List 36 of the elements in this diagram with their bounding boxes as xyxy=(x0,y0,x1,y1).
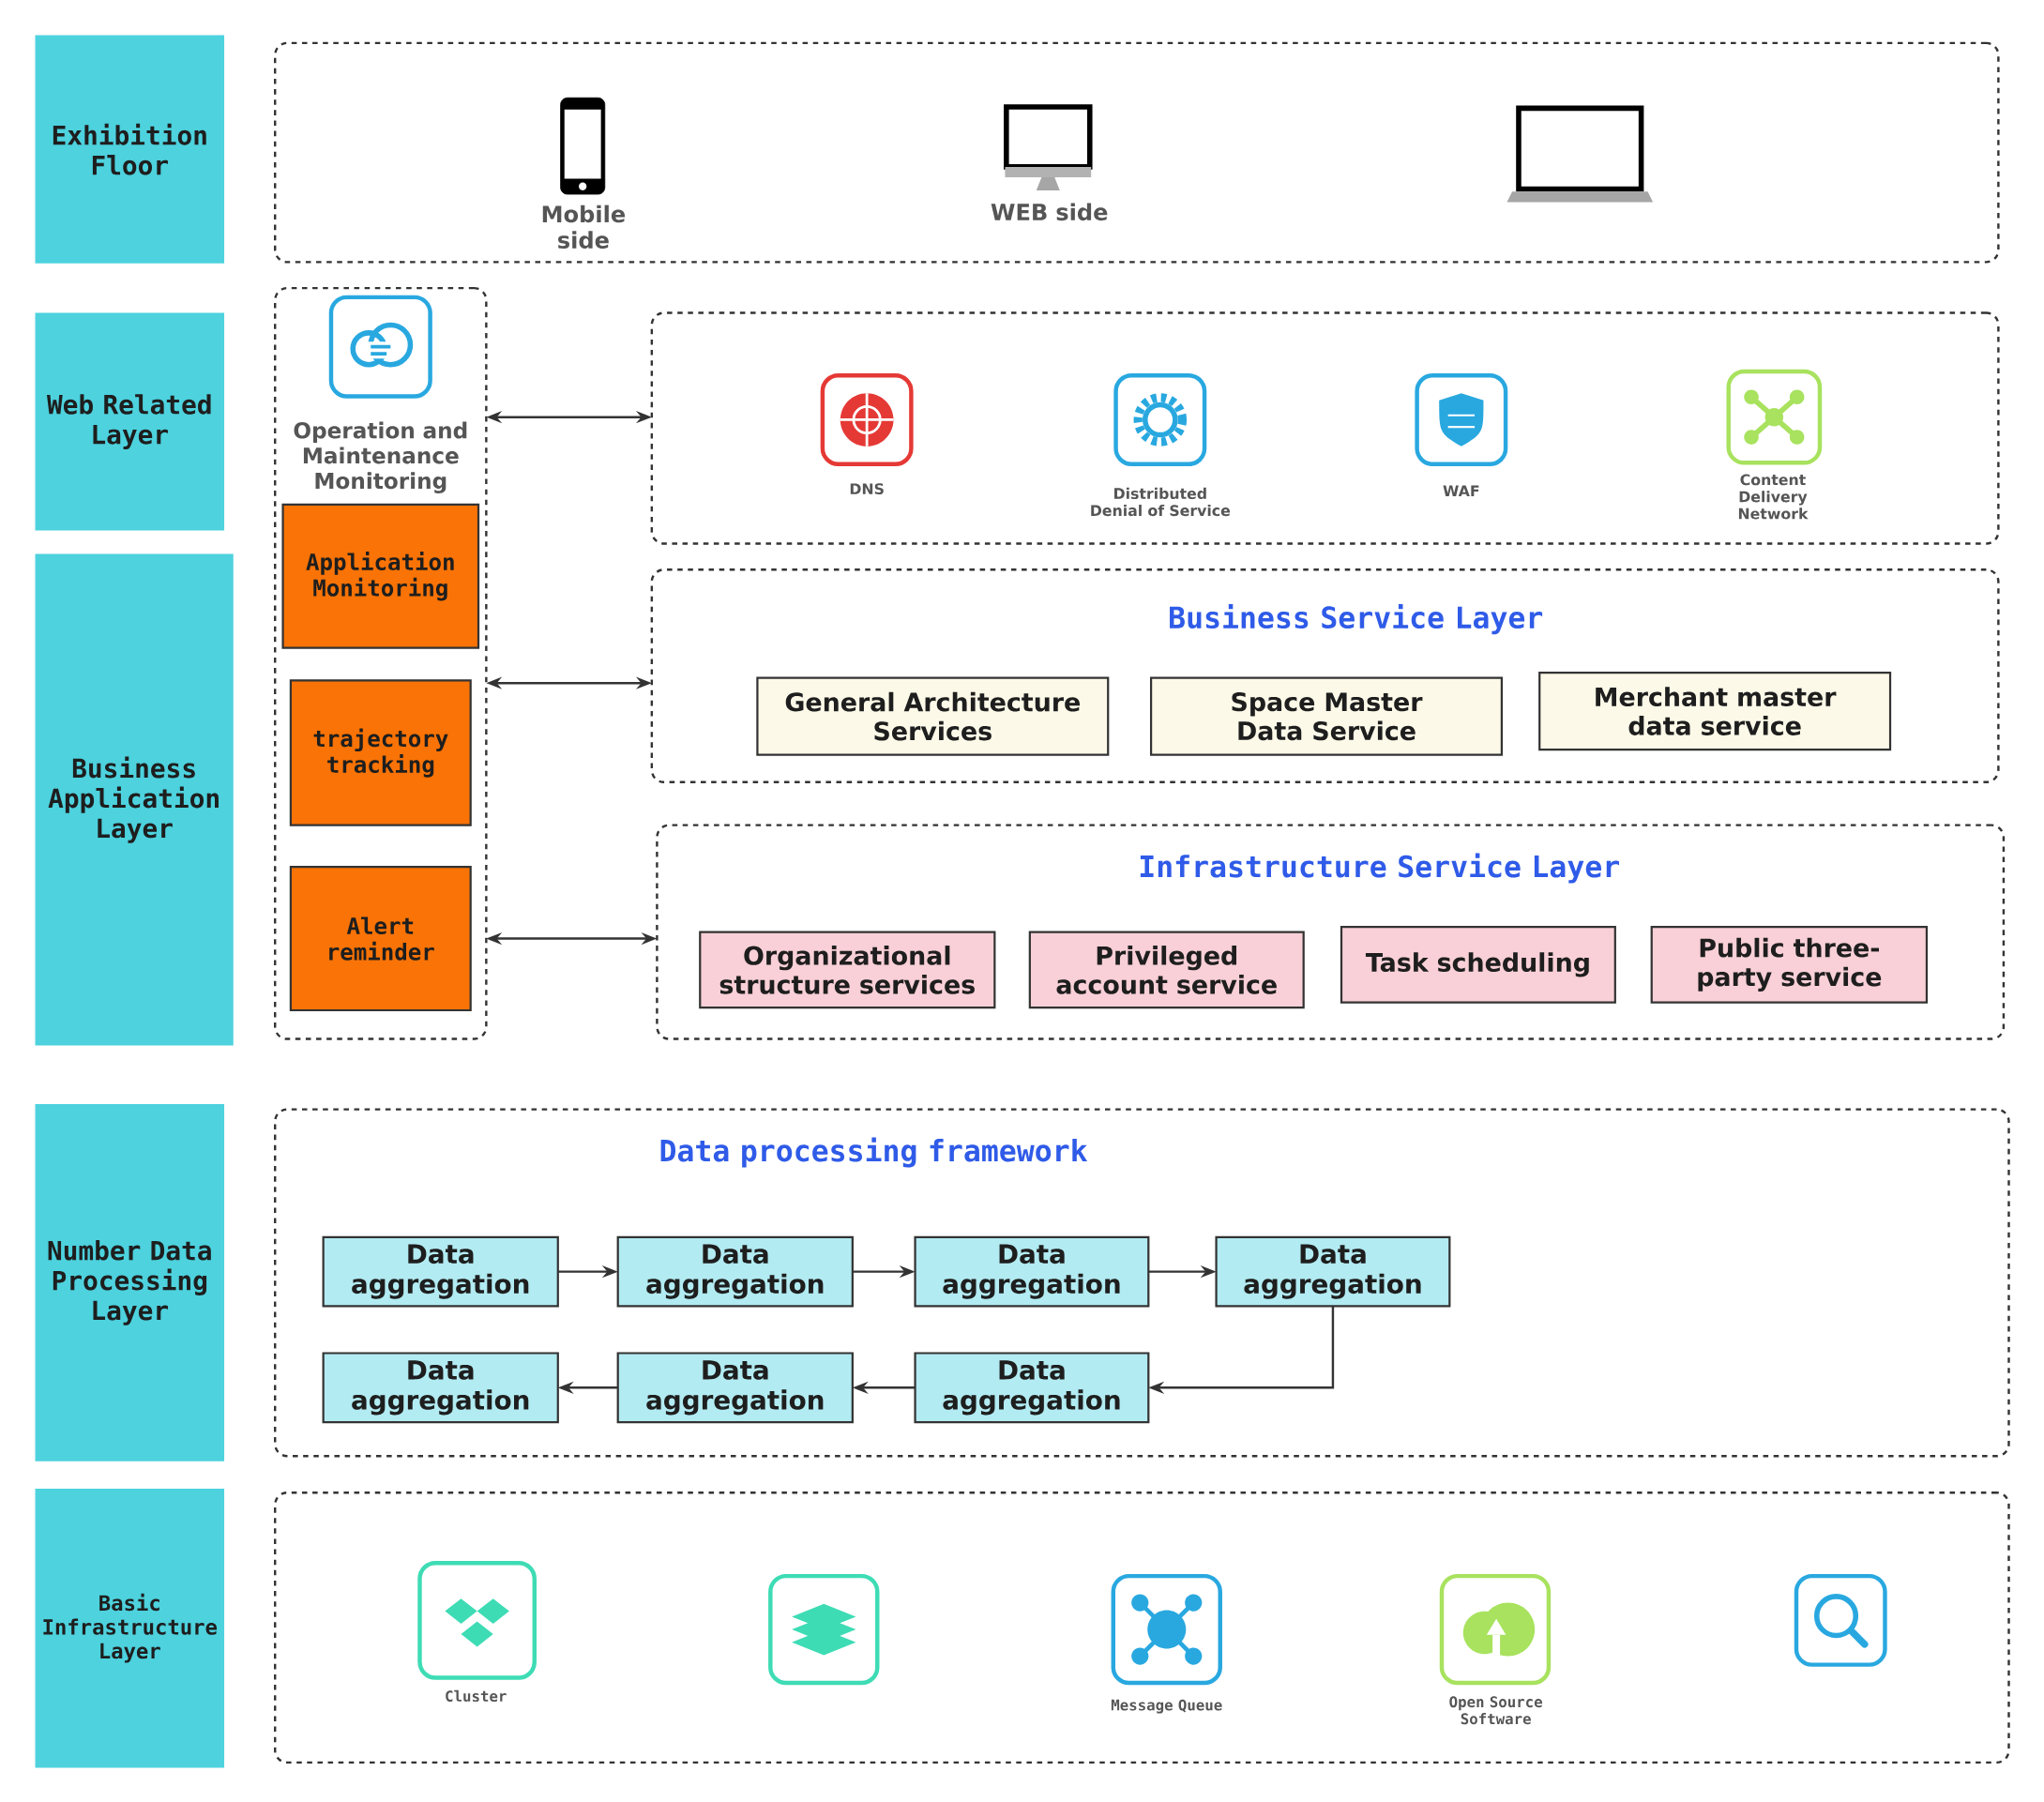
icon-label: DNS xyxy=(850,483,884,495)
process-box: Data aggregation xyxy=(914,1352,1150,1424)
dashed-container xyxy=(650,311,2000,545)
layer-band: Business Application Layer xyxy=(35,553,234,1046)
icon-label: Content Delivery Network xyxy=(1738,474,1809,520)
process-box: Data aggregation xyxy=(616,1235,854,1308)
process-box: Data aggregation xyxy=(322,1235,559,1308)
monitor-box: trajectory tracking xyxy=(289,679,472,826)
process-box: Data aggregation xyxy=(616,1352,854,1424)
search-icon xyxy=(1794,1574,1887,1668)
dashed-container xyxy=(274,1492,2010,1764)
service-box: Task scheduling xyxy=(1340,926,1616,1004)
process-box: Data aggregation xyxy=(1215,1235,1451,1308)
icon-label: Message Queue xyxy=(1111,1699,1222,1714)
service-box: Privileged account service xyxy=(1028,931,1305,1009)
icon-label: WAF xyxy=(1443,485,1479,497)
monitor-box: Alert reminder xyxy=(289,866,472,1012)
service-box: Space Master Data Service xyxy=(1150,676,1504,756)
service-box: Public three-party service xyxy=(1650,926,1929,1004)
layer-band: Number Data Processing Layer xyxy=(35,1104,225,1462)
process-box: Data aggregation xyxy=(914,1235,1150,1308)
icon-label: Open Source Software xyxy=(1449,1696,1543,1725)
stack-icon xyxy=(768,1574,880,1686)
service-box: General Architecture Services xyxy=(756,676,1110,756)
device-label: WEB side xyxy=(991,203,1108,221)
service-box: Merchant master data service xyxy=(1538,672,1892,751)
service-box: Organizational structure services xyxy=(699,931,996,1009)
icon-label: Distributed Denial of Service xyxy=(1091,488,1231,517)
process-box: Data aggregation xyxy=(322,1352,559,1424)
icon-label: Cluster xyxy=(446,1690,507,1703)
device-label: Mobile side xyxy=(542,204,626,250)
layer-band: Basic Infrastructure Layer xyxy=(35,1489,225,1768)
dashed-container xyxy=(274,41,2000,264)
monitor-box: Application Monitoring xyxy=(281,503,480,649)
layer-band: Web Related Layer xyxy=(35,312,225,531)
layer-band: Exhibition Floor xyxy=(35,35,225,264)
